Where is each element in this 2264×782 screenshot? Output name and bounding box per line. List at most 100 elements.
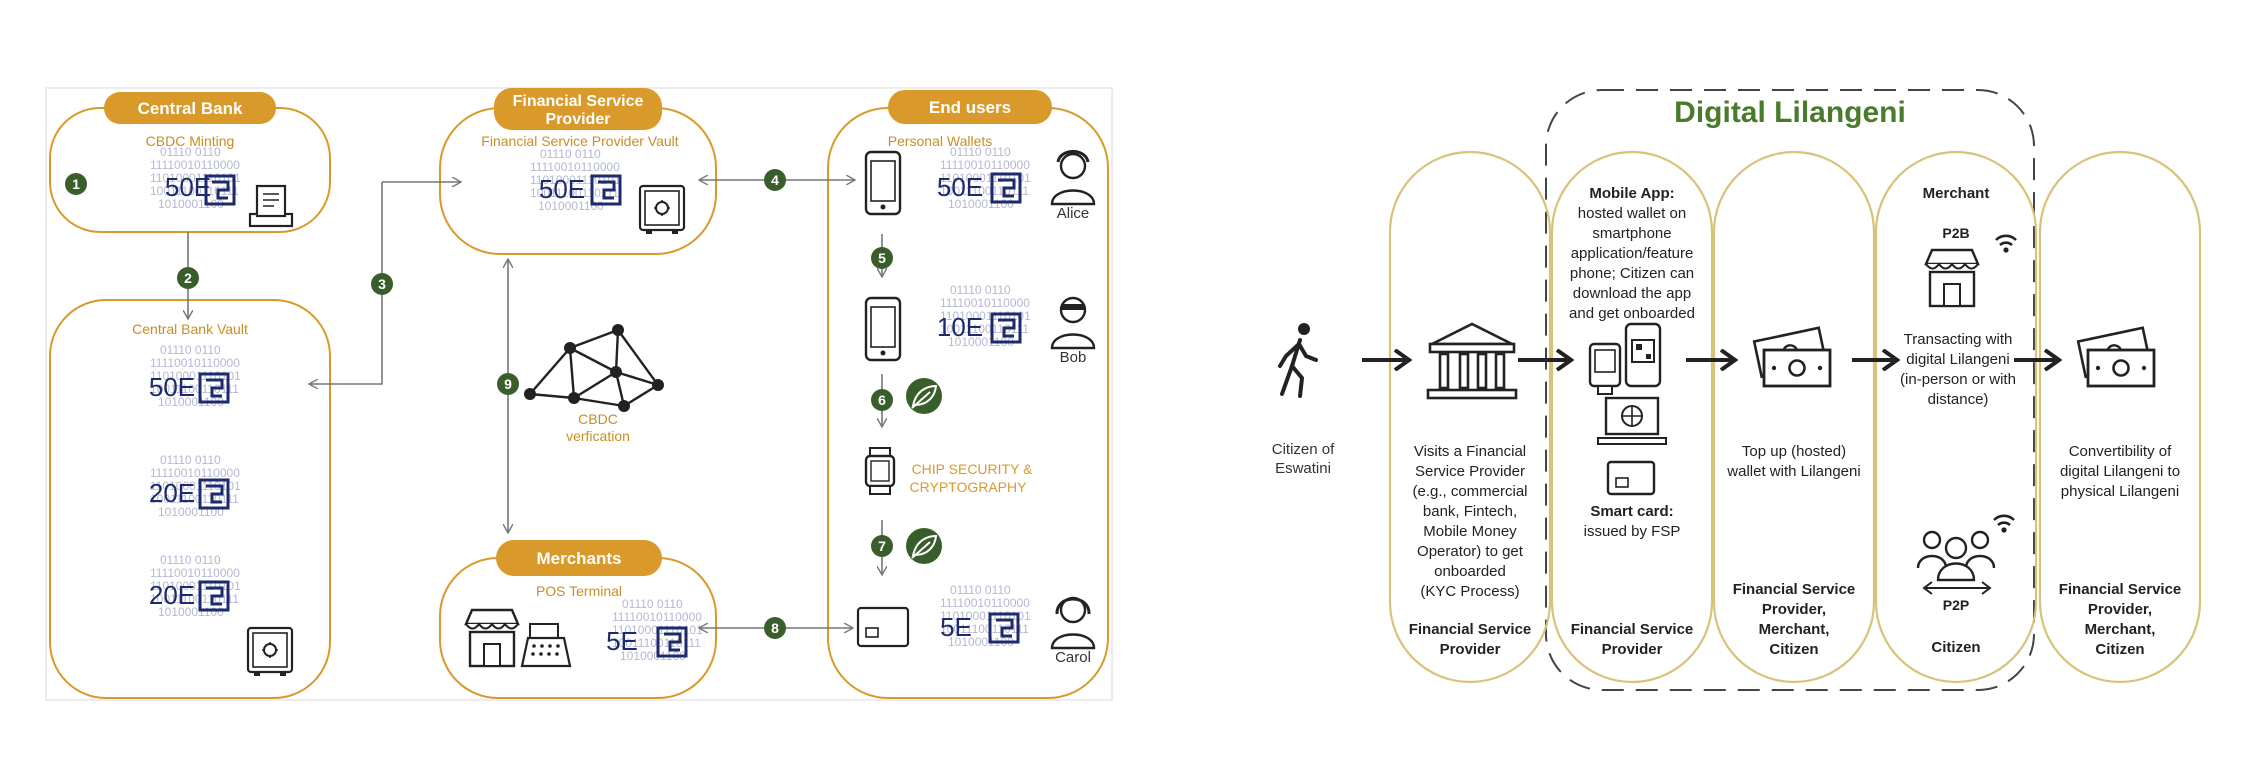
binary-line: 1010001100	[620, 649, 686, 663]
text-line: Operator) to get	[1417, 543, 1524, 560]
text-line: Provider,	[2088, 601, 2152, 618]
text-line: digital Lilangeni	[1906, 351, 2009, 368]
text-line: wallet with Lilangeni	[1726, 463, 1860, 480]
binary-line: 1010001100	[158, 197, 224, 211]
central-bank-title: Central Bank	[138, 99, 243, 118]
text-line: Provider	[1440, 641, 1501, 658]
binary-line: 01110 0110	[540, 147, 601, 161]
binary-line: 10011100110111	[940, 622, 1029, 636]
step-badge	[764, 169, 786, 191]
fsp-pill	[494, 88, 662, 130]
leaf-icon	[905, 527, 943, 565]
text-line: Service Provider	[1415, 463, 1525, 480]
smart-card-icon	[1606, 460, 1656, 496]
col4-footer: Citizen	[1931, 639, 1980, 656]
bob-amount: 10E	[937, 312, 983, 342]
col3-footer: Financial ServiceProvider,Merchant,Citiz…	[1733, 581, 1856, 658]
step-badge	[871, 247, 893, 269]
citizen-label-line1: Citizen of	[1272, 441, 1335, 458]
carol-avatar	[1050, 596, 1096, 650]
binary-line: 11110010110000	[940, 158, 1030, 172]
binary-line: 01110 0110	[950, 145, 1011, 159]
safe-icon	[638, 184, 686, 236]
alice-name: Alice	[1057, 205, 1090, 222]
fsp-subtitle: Financial Service Provider Vault	[481, 133, 678, 149]
smart-card-heading: Smart card:	[1590, 503, 1673, 520]
binary-line: 01110 0110	[160, 343, 221, 357]
binary-line: 1010001100	[948, 635, 1014, 649]
text-line: Merchant,	[2085, 621, 2156, 638]
text-line: Citizen	[2095, 641, 2144, 658]
text-line: (KYC Process)	[1420, 583, 1519, 600]
central-bank-pill	[104, 92, 276, 124]
cash-register-icon	[520, 623, 572, 668]
computer-icon	[1597, 396, 1667, 445]
text-line: Citizen	[1769, 641, 1818, 658]
binary-line: 01110 0110	[622, 597, 683, 611]
binary-line: 01110 0110	[160, 553, 221, 567]
step-number: 5	[878, 250, 886, 266]
binary-line: 10011100110111	[150, 382, 239, 396]
vault-amount-3: 20E	[149, 580, 195, 610]
merchants-subtitle: POS Terminal	[536, 583, 622, 599]
binary-line: 1010001100	[158, 395, 224, 409]
text-line: Financial Service	[1409, 621, 1532, 638]
col2-description: hosted wallet onsmartphoneapplication/fe…	[1569, 205, 1695, 322]
merchants-pill	[496, 540, 662, 576]
binary-line: 01110 0110	[950, 283, 1011, 297]
step-number: 3	[378, 276, 386, 292]
verification-line1: CBDC	[578, 411, 618, 427]
bob-binary: 01110 0110111100101100001101000111010110…	[940, 283, 1031, 349]
text-line: (in-person or with	[1900, 371, 2016, 388]
carol-amount: 5E	[940, 612, 972, 642]
phones-icon	[1588, 322, 1662, 395]
banknote-icon	[2076, 326, 2156, 388]
fsp-title-line2: Provider	[546, 111, 611, 128]
text-line: Financial Service	[1571, 621, 1694, 638]
central-bank-amount: 50E	[165, 172, 211, 202]
text-line: Mobile Money	[1423, 523, 1517, 540]
p2p-exchange-arrow	[1922, 581, 1992, 595]
binary-line: 1010001100	[948, 335, 1014, 349]
binary-line: 01110 0110	[160, 453, 221, 467]
binary-line: 10011100110111	[530, 186, 619, 200]
text-line: (e.g., commercial	[1412, 483, 1527, 500]
safe-icon	[246, 626, 294, 678]
central-bank-subtitle: CBDC Minting	[146, 133, 235, 149]
step-number: 9	[504, 376, 512, 392]
phone-icon	[864, 150, 902, 216]
text-line: Provider	[1602, 641, 1663, 658]
binary-line: 11110010110000	[150, 158, 240, 172]
bob-avatar	[1050, 296, 1096, 350]
digital-lilangeni-title: Digital Lilangeni	[1674, 96, 1906, 129]
col5-footer: Financial ServiceProvider,Merchant,Citiz…	[2059, 581, 2182, 658]
col3-description: Top up (hosted) wallet with Lilangeni	[1726, 443, 1860, 480]
binary-line: 01110 0110	[950, 583, 1011, 597]
step-number: 1	[72, 176, 80, 192]
smartwatch-icon	[864, 447, 896, 495]
end-users-pill	[888, 90, 1052, 124]
digital-lilangeni-frame	[1545, 89, 2035, 691]
bob-name: Bob	[1060, 349, 1087, 366]
wifi-icon	[1992, 514, 2016, 534]
central-bank-vault-box	[49, 299, 331, 699]
binary-line: 10011100110111	[940, 322, 1029, 336]
fsp-amount: 50E	[539, 174, 585, 204]
binary-line: 11110010110000	[612, 610, 702, 624]
text-line: Top up (hosted)	[1742, 443, 1846, 460]
carol-name: Carol	[1055, 649, 1091, 666]
text-line: download the app	[1573, 285, 1691, 302]
group-people-icon	[1916, 530, 1996, 582]
p2p-label: P2P	[1943, 597, 1969, 613]
chip-security-line2: CRYPTOGRAPHY	[910, 479, 1028, 495]
wifi-icon	[1994, 234, 2018, 254]
step-badge	[871, 389, 893, 411]
step-badge	[177, 267, 199, 289]
shop-icon	[1924, 248, 1980, 308]
